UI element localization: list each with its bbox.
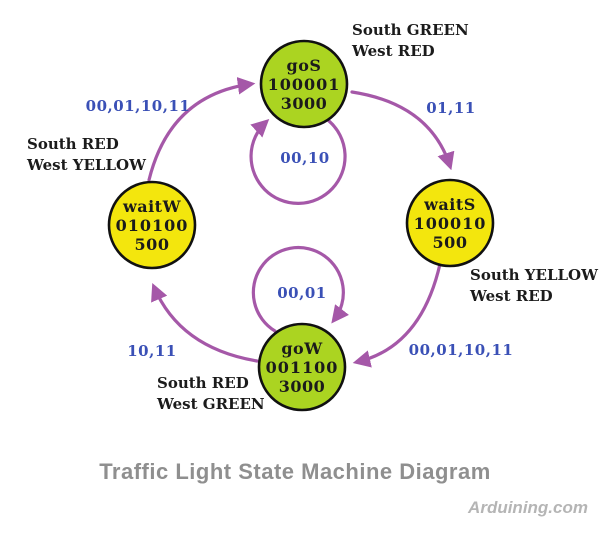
annotation-goW-line2: West GREEN xyxy=(157,395,265,413)
state-goS-name: goS xyxy=(286,56,322,75)
state-waitS-circle xyxy=(405,178,495,268)
diagram-title: Traffic Light State Machine Diagram xyxy=(99,459,491,484)
watermark: Arduining.com xyxy=(468,498,588,517)
state-goW-label: goW 001100 3000 xyxy=(242,339,362,396)
annotation-waitW-line1: South RED xyxy=(27,135,119,153)
arc-goS-to-waitS xyxy=(350,90,455,171)
arc-waitS-to-goW xyxy=(352,262,442,368)
arc-waitW-to-goS xyxy=(147,77,256,182)
state-waitW-name: waitW xyxy=(122,197,182,216)
transition-label-goW-to-waitW: 10,11 xyxy=(127,342,177,360)
self-loop-goW xyxy=(251,245,350,333)
annotation-waitW-line2: West YELLOW xyxy=(27,156,146,174)
state-goW-duration: 3000 xyxy=(278,377,326,396)
state-waitS-duration: 500 xyxy=(432,233,468,252)
annotation-waitS-line1: South YELLOW xyxy=(470,266,598,284)
annotation-waitS: South YELLOW West RED xyxy=(470,265,598,307)
state-goS-circle xyxy=(259,39,349,129)
annotation-goW-line1: South RED xyxy=(157,374,249,392)
transition-label-goS-to-waitS: 01,11 xyxy=(426,99,476,117)
state-goW-outputs: 001100 xyxy=(265,358,339,377)
state-waitS-label: waitS 100010 500 xyxy=(390,195,510,252)
state-goW-name: goW xyxy=(281,339,323,358)
state-waitW-outputs: 010100 xyxy=(115,216,189,235)
state-waitW-label: waitW 010100 500 xyxy=(92,197,212,254)
transition-label-goS-self: 00,10 xyxy=(280,149,330,167)
annotation-waitS-line2: West RED xyxy=(470,287,553,305)
annotation-goS-line1: South GREEN xyxy=(352,21,469,39)
state-goW-circle xyxy=(257,322,347,412)
state-waitW-circle xyxy=(107,180,197,270)
annotation-goS: South GREEN West RED xyxy=(352,20,469,62)
state-goS-outputs: 100001 xyxy=(267,75,341,94)
transition-label-goW-self: 00,01 xyxy=(277,284,327,302)
state-waitS-name: waitS xyxy=(424,195,476,214)
annotation-goS-line2: West RED xyxy=(352,42,435,60)
state-goS-duration: 3000 xyxy=(280,94,328,113)
annotation-waitW: South RED West YELLOW xyxy=(27,134,146,176)
state-waitS-outputs: 100010 xyxy=(413,214,487,233)
state-goS-label: goS 100001 3000 xyxy=(244,56,364,113)
transition-label-waitW-to-goS: 00,01,10,11 xyxy=(85,97,191,115)
transition-label-waitS-to-goW: 00,01,10,11 xyxy=(408,341,514,359)
self-loop-goS xyxy=(249,118,347,205)
state-waitW-duration: 500 xyxy=(134,235,170,254)
arc-goW-to-waitW xyxy=(151,282,259,363)
annotation-goW: South RED West GREEN xyxy=(157,373,265,415)
